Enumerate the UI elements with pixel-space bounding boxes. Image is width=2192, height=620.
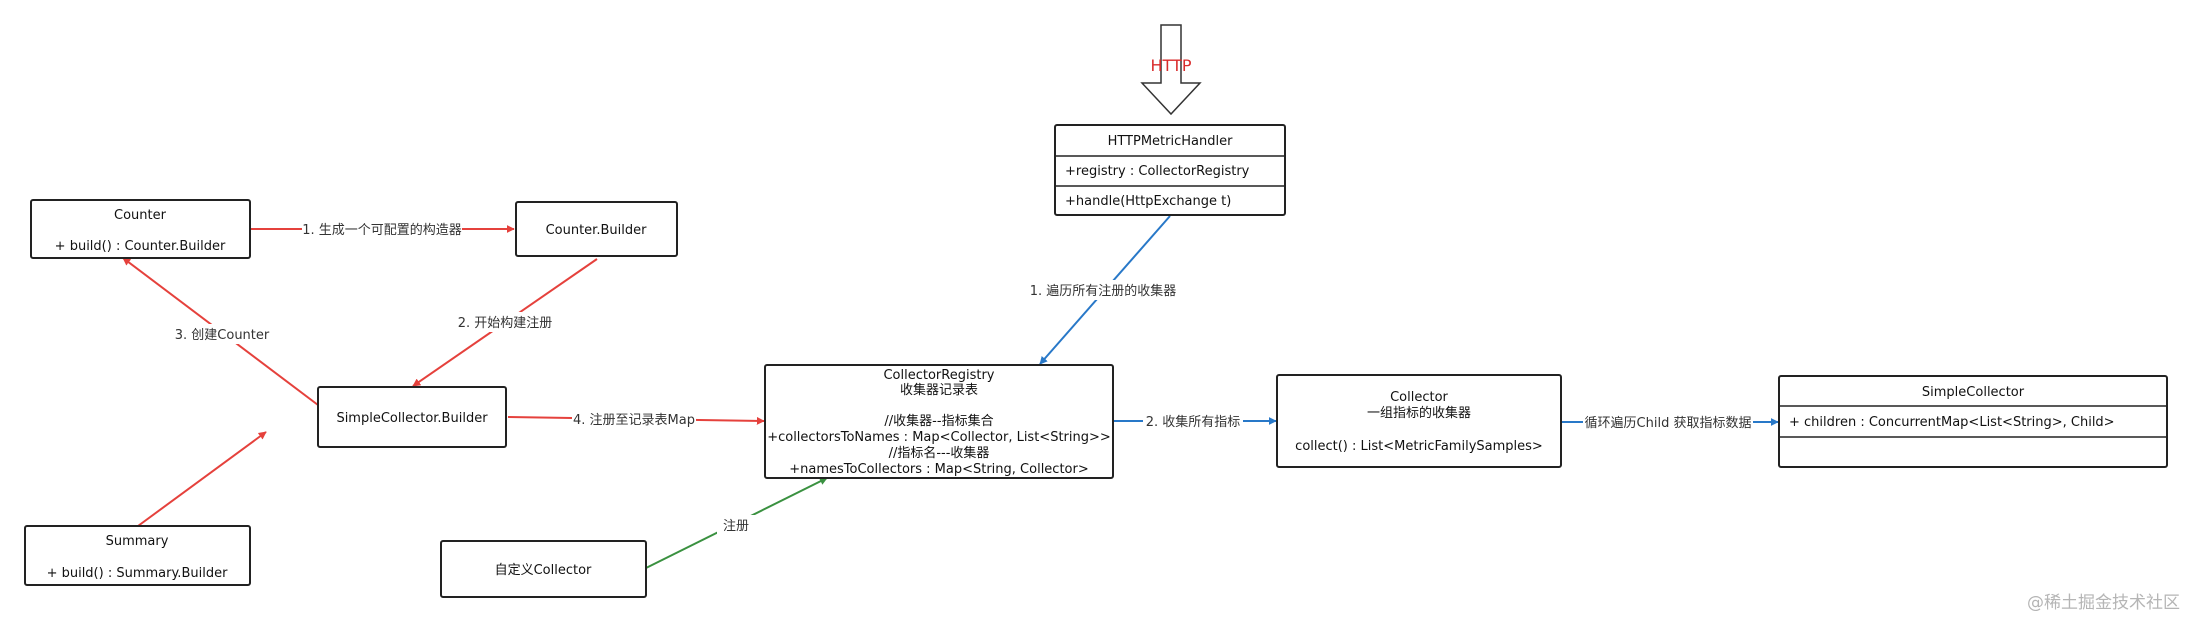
simple-collector-builder-box: SimpleCollector.Builder [317, 386, 507, 448]
edge-label-start-register: 2. 开始构建注册 [455, 312, 555, 332]
collector-collect-method: collect() : List<MetricFamilySamples> [1295, 439, 1543, 454]
svg-text:1. 生成一个可配置的构造器: 1. 生成一个可配置的构造器 [302, 222, 462, 238]
simple-collector-builder-title: SimpleCollector.Builder [336, 411, 488, 426]
registry-names-to-collectors: +namesToCollectors : Map<String, Collect… [789, 462, 1089, 477]
svg-text:2. 开始构建注册: 2. 开始构建注册 [458, 316, 553, 331]
registry-collectors-to-names: +collectorsToNames : Map<Collector, List… [767, 430, 1111, 445]
svg-text:2. 收集所有指标: 2. 收集所有指标 [1146, 414, 1241, 430]
http-handler-title: HTTPMetricHandler [1108, 134, 1234, 149]
counter-box: Counter + build() : Counter.Builder [30, 199, 251, 259]
counter-title: Counter [114, 208, 167, 223]
edge-label-collect-metrics: 2. 收集所有指标 [1143, 411, 1243, 431]
collector-title: Collector [1390, 390, 1448, 405]
svg-text:循环遍历Child 获取指标数据: 循环遍历Child 获取指标数据 [1585, 415, 1752, 431]
http-handler-registry-field: +registry : CollectorRegistry [1065, 164, 1250, 179]
registry-subtitle: 收集器记录表 [900, 382, 978, 398]
edge-label-register-to-map: 4. 注册至记录表Map [572, 409, 696, 429]
http-handler-handle-method: +handle(HttpExchange t) [1065, 194, 1231, 209]
svg-text:注册: 注册 [723, 519, 749, 534]
summary-title: Summary [106, 534, 169, 549]
collector-registry-box: CollectorRegistry 收集器记录表 //收集器--指标集合 +co… [764, 364, 1114, 479]
watermark: @稀土掘金技术社区 [2027, 593, 2180, 613]
edge-label-generate-builder: 1. 生成一个可配置的构造器 [302, 219, 462, 239]
http-label: HTTP [1151, 56, 1192, 75]
collector-subtitle: 一组指标的收集器 [1367, 405, 1471, 421]
simple-collector-children-field: + children : ConcurrentMap<List<String>,… [1789, 415, 2115, 430]
registry-comment-names: //指标名---收集器 [889, 445, 990, 461]
svg-text:4. 注册至记录表Map: 4. 注册至记录表Map [573, 413, 695, 428]
registry-comment-collectors: //收集器--指标集合 [884, 413, 993, 429]
edge-label-loop-children: 循环遍历Child 获取指标数据 [1583, 412, 1753, 432]
arrow-down-icon [1140, 24, 1202, 116]
http-metric-handler-box: HTTPMetricHandler +registry : CollectorR… [1054, 124, 1286, 216]
custom-collector-title: 自定义Collector [495, 563, 592, 578]
summary-box: Summary + build() : Summary.Builder [24, 525, 251, 586]
edge-summary-to-simplecollector [137, 431, 267, 527]
svg-text:3. 创建Counter: 3. 创建Counter [175, 328, 270, 343]
counter-builder-box: Counter.Builder [515, 201, 678, 257]
custom-collector-box: 自定义Collector [440, 540, 647, 598]
summary-build-method: + build() : Summary.Builder [47, 566, 229, 581]
http-arrow: HTTP [1140, 24, 1202, 116]
svg-text:1. 遍历所有注册的收集器: 1. 遍历所有注册的收集器 [1030, 283, 1177, 299]
edge-label-register: 注册 [717, 515, 755, 535]
counter-build-method: + build() : Counter.Builder [55, 239, 226, 254]
edge-label-traverse-collectors: 1. 遍历所有注册的收集器 [1028, 280, 1178, 300]
registry-title: CollectorRegistry [883, 368, 994, 383]
edge-label-create-counter: 3. 创建Counter [172, 324, 272, 344]
simple-collector-title: SimpleCollector [1922, 385, 2025, 400]
counter-builder-title: Counter.Builder [546, 223, 648, 238]
collector-box: Collector 一组指标的收集器 collect() : List<Metr… [1276, 374, 1562, 468]
simple-collector-box: SimpleCollector + children : ConcurrentM… [1778, 375, 2168, 468]
